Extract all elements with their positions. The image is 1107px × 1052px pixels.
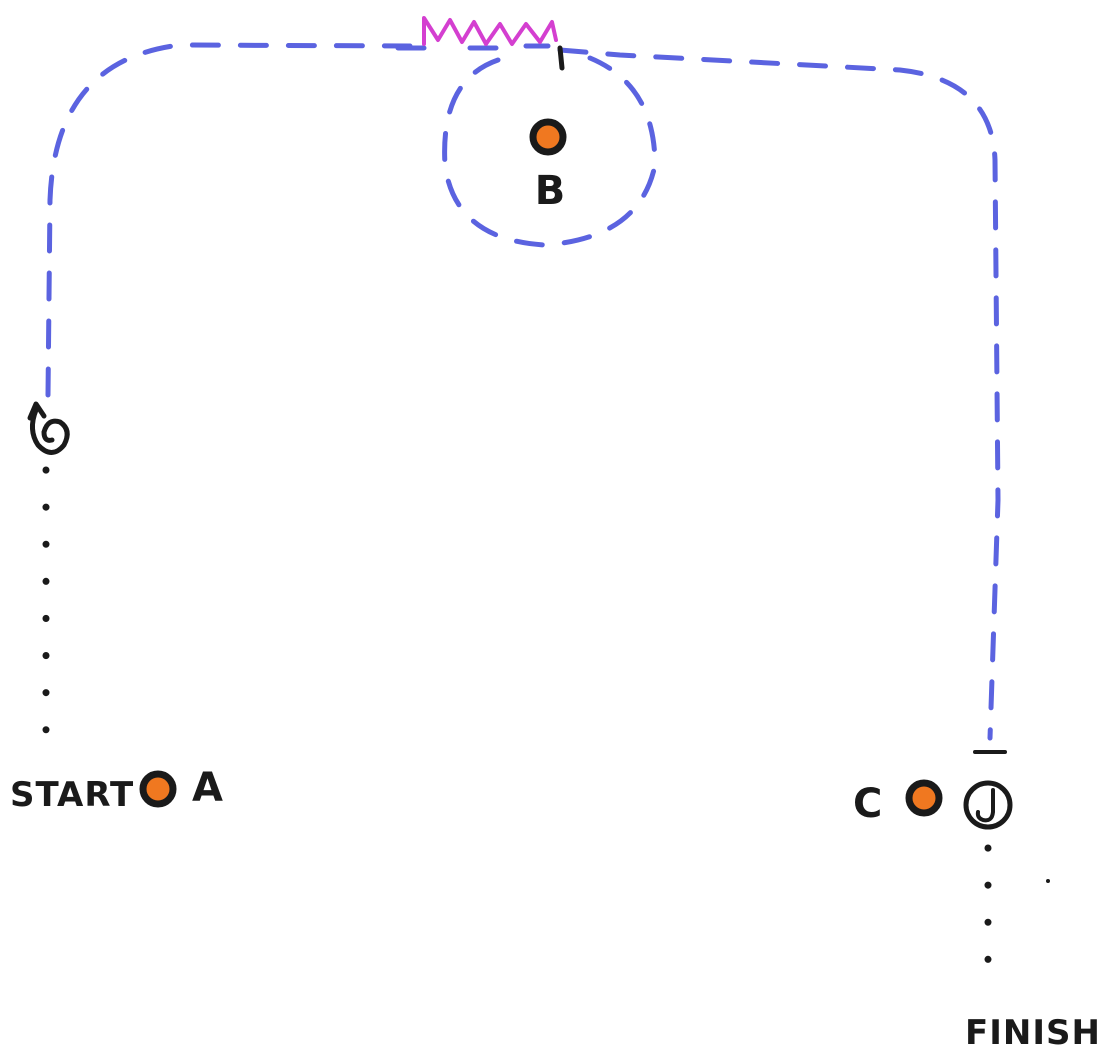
finish-label: FINISH <box>965 1013 1101 1052</box>
curl-arrow-icon <box>27 401 70 455</box>
point-a-label: A <box>192 765 223 811</box>
zigzag-spring-icon <box>422 16 558 46</box>
start-label: START <box>10 775 134 815</box>
point-a-marker <box>139 770 177 808</box>
circled-letter-icon <box>963 750 1013 830</box>
stray-mark <box>1046 879 1050 883</box>
point-b-marker <box>529 118 567 156</box>
loop-around-b <box>442 55 658 248</box>
dashed-route <box>45 42 1001 741</box>
spring-base-tick <box>395 43 551 51</box>
point-c-marker <box>905 779 943 817</box>
point-c-label: C <box>853 781 882 827</box>
point-b-label: B <box>535 168 566 214</box>
spring-end-tick <box>557 45 565 71</box>
